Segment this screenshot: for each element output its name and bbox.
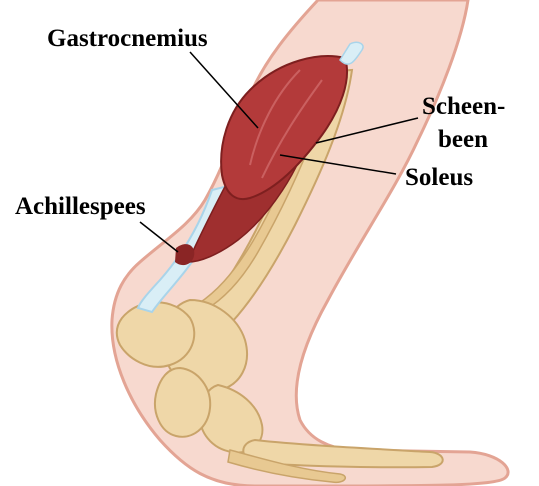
label-gastrocnemius: Gastrocnemius <box>47 25 208 52</box>
label-scheenbeen-line2: been <box>438 126 488 153</box>
leader-line-gastrocnemius <box>190 52 258 128</box>
label-achillespees: Achillespees <box>15 193 146 220</box>
label-scheenbeen-line1: Scheen- <box>422 93 505 120</box>
label-soleus: Soleus <box>405 164 473 191</box>
